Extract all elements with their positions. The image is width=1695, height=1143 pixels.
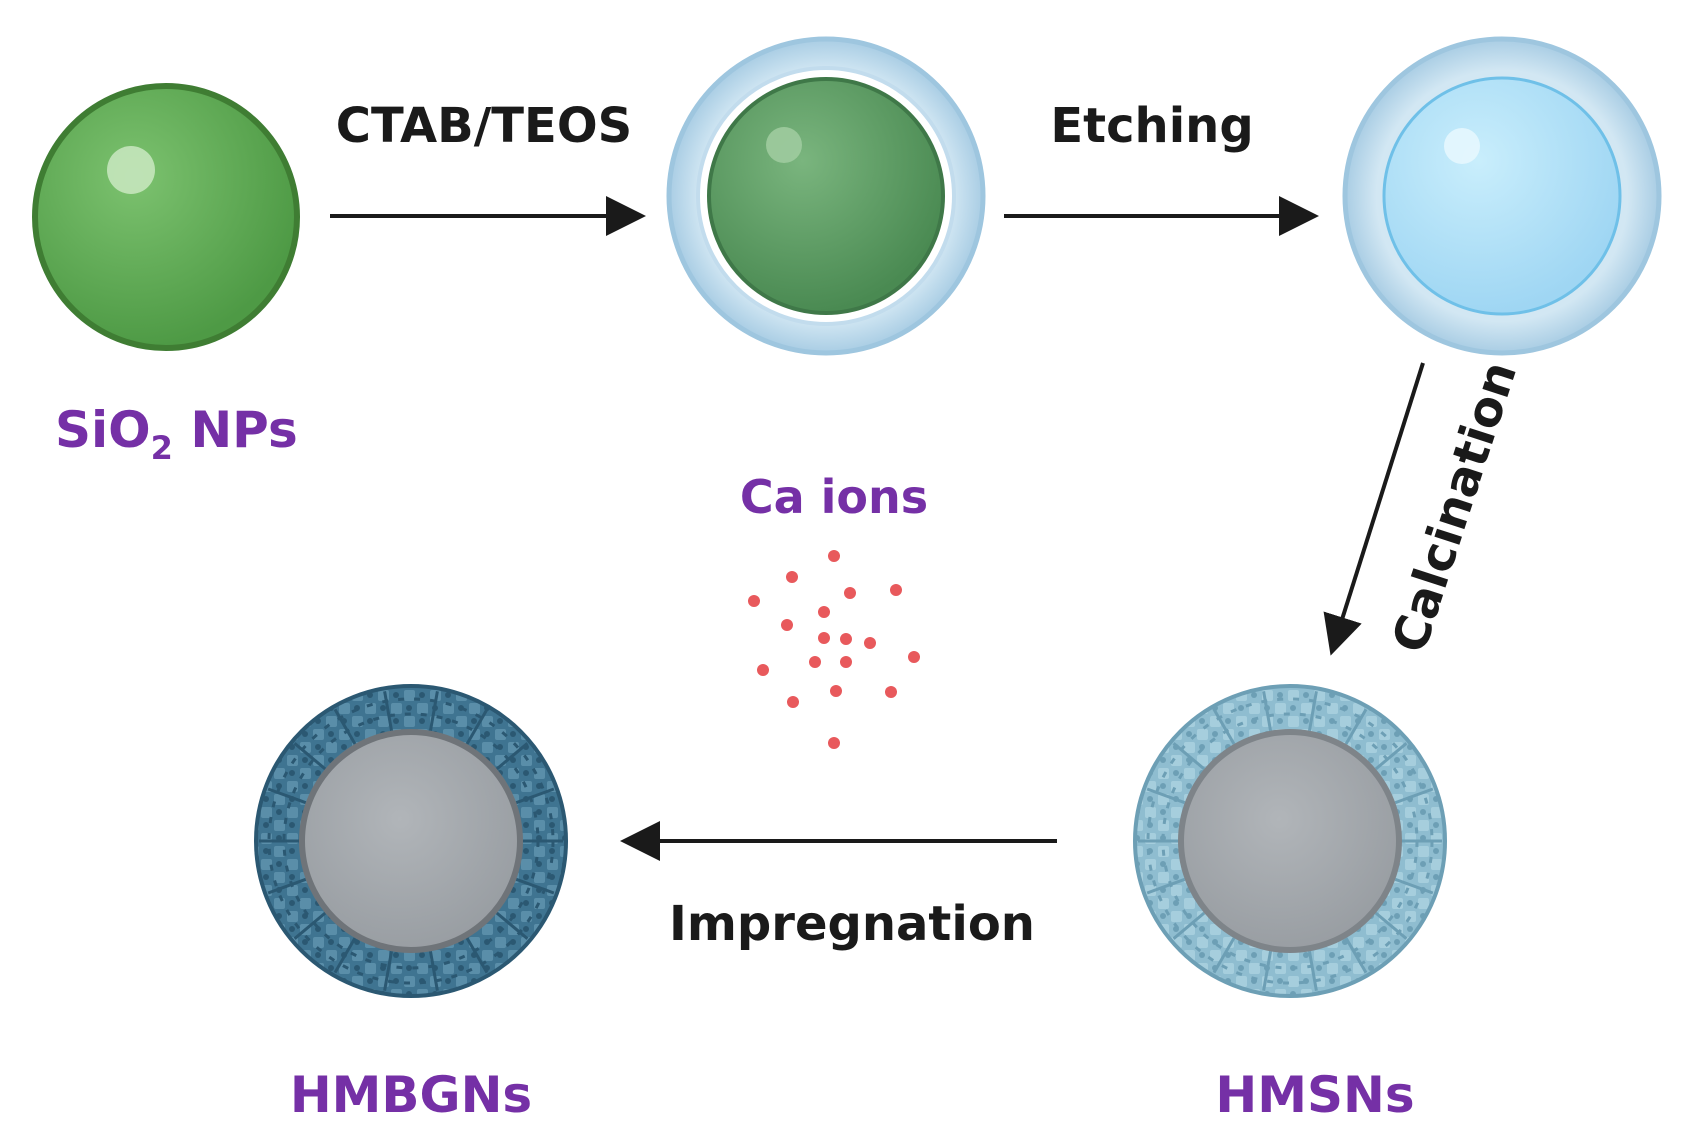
ca-ions-cloud <box>748 550 920 749</box>
pore-channel <box>428 691 439 731</box>
pore-channel <box>1344 708 1368 745</box>
ca-ion-dot <box>840 656 852 668</box>
pore-channels <box>259 691 563 991</box>
ca-ion-dot <box>818 606 830 618</box>
pore-ring <box>1146 697 1434 985</box>
ca-ion-dot <box>781 619 793 631</box>
pore-channel <box>333 937 357 974</box>
pore-ring <box>1161 712 1419 970</box>
step-label-impregnation: Impregnation <box>669 896 1035 952</box>
pore-channel <box>515 787 555 805</box>
pore-channel <box>1344 937 1368 974</box>
pore-ring <box>267 697 555 985</box>
pore-ring <box>282 712 540 970</box>
step-label-ctab-teos: CTAB/TEOS <box>336 98 632 154</box>
pore-channel <box>1307 951 1318 991</box>
hmsn-particle <box>1133 684 1447 998</box>
hmbgn-particle <box>254 684 568 998</box>
pore-channel <box>333 708 357 745</box>
ca-ion-dot <box>885 686 897 698</box>
ca-ion-dot <box>830 685 842 697</box>
pore-channel <box>1394 877 1434 895</box>
pore-channel <box>1146 787 1186 805</box>
hollow-particle <box>1342 36 1662 356</box>
pore-channel <box>267 787 307 805</box>
pore-channel <box>1307 691 1318 731</box>
pore-channel <box>383 691 394 731</box>
ca-ion-dot <box>828 737 840 749</box>
pore-channel <box>1262 691 1273 731</box>
ca-ion-dot <box>908 651 920 663</box>
pore-channel <box>293 911 327 940</box>
label-hmsns: HMSNs <box>1215 1066 1414 1124</box>
sphere-icon <box>1382 76 1622 316</box>
ca-ion-dot <box>844 587 856 599</box>
pore-channels <box>1138 691 1442 991</box>
pore-channel <box>1394 787 1434 805</box>
ca-ion-dot <box>828 550 840 562</box>
ca-ion-dot <box>840 633 852 645</box>
sphere-icon <box>32 83 300 351</box>
pore-channel <box>515 877 555 895</box>
ca-ion-dot <box>786 571 798 583</box>
pore-channel <box>1172 911 1206 940</box>
sio2-nanoparticle <box>32 83 300 351</box>
pore-channel <box>1262 951 1273 991</box>
sphere-highlight <box>1444 128 1480 164</box>
ca-ion-dot <box>809 656 821 668</box>
sphere-highlight <box>107 146 155 194</box>
pore-channel <box>1146 877 1186 895</box>
label-sio2-main: SiO <box>55 401 151 459</box>
pore-channel <box>428 951 439 991</box>
pore-channel <box>1212 937 1236 974</box>
pore-channel <box>293 742 327 771</box>
core-shell-particle <box>666 36 986 356</box>
pore-channel <box>1374 742 1408 771</box>
pore-channel <box>1172 742 1206 771</box>
pore-channel <box>1374 911 1408 940</box>
pore-channel <box>465 937 489 974</box>
ca-ion-dot <box>748 595 760 607</box>
ca-ion-dot <box>787 696 799 708</box>
ca-ion-dot <box>818 632 830 644</box>
step-label-etching: Etching <box>1050 98 1253 154</box>
pore-channel <box>495 911 529 940</box>
pore-channel <box>495 742 529 771</box>
ca-ion-dot <box>757 664 769 676</box>
label-sio2-nps: SiO2 NPs <box>55 401 298 467</box>
pore-channel <box>383 951 394 991</box>
ca-ion-dot <box>890 584 902 596</box>
label-hmbgns: HMBGNs <box>290 1066 532 1124</box>
ca-ion-dot <box>864 637 876 649</box>
pore-channel <box>465 708 489 745</box>
sphere-icon <box>707 77 945 315</box>
pore-channel <box>267 877 307 895</box>
sphere-icon <box>299 729 523 953</box>
arrow-down-icon <box>1323 362 1425 656</box>
step-label-calcination: Calcination <box>1381 355 1528 660</box>
pore-channel <box>1212 708 1236 745</box>
label-sio2-subscript: 2 <box>151 429 173 467</box>
label-ca-ions: Ca ions <box>740 470 928 524</box>
sphere-highlight <box>766 127 802 163</box>
sphere-icon <box>1178 729 1402 953</box>
label-sio2-suffix: NPs <box>173 401 298 459</box>
